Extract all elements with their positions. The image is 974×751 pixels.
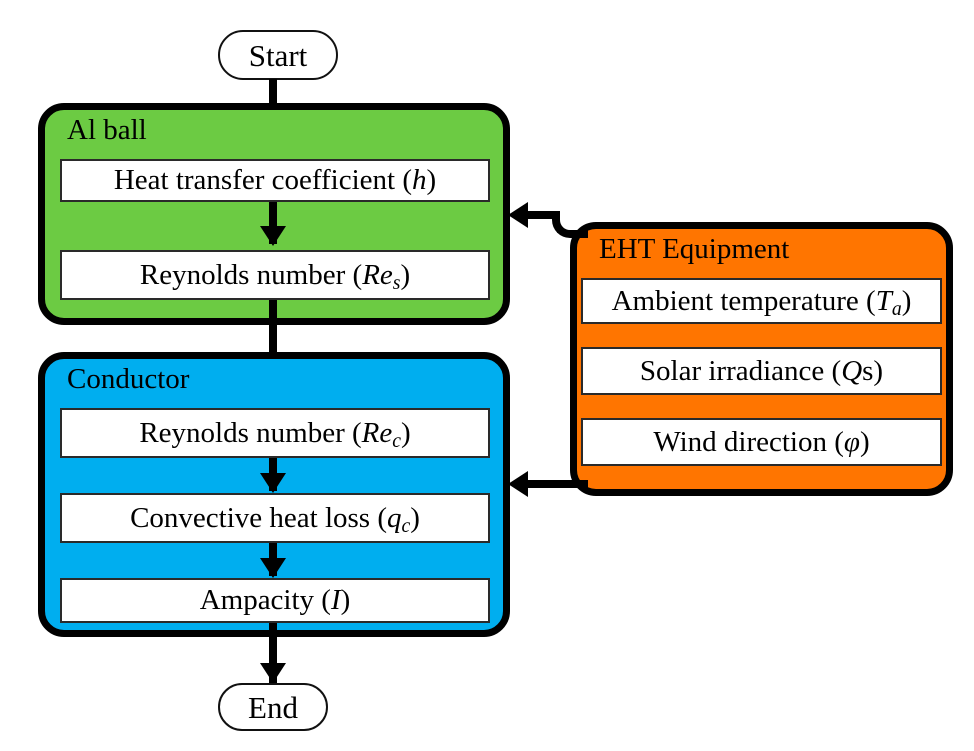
group-eht-equipment-title: EHT Equipment bbox=[599, 233, 790, 265]
step-reynolds-number-conductor-symbol: Rec bbox=[361, 416, 401, 453]
end-node-label: End bbox=[248, 689, 298, 725]
step-reynolds-number-conductor-text: Reynolds number ( bbox=[139, 416, 362, 449]
connector-h-to-res-arrow bbox=[260, 226, 286, 246]
connector-qc-to-ampacity-arrow bbox=[260, 558, 286, 578]
step-reynolds-number-sphere-symbol: Res bbox=[362, 258, 401, 295]
step-wind-direction-close: ) bbox=[859, 425, 870, 458]
step-solar-irradiance-symbol: Q bbox=[841, 354, 863, 387]
step-ambient-temperature: Ambient temperature (Ta) bbox=[581, 278, 942, 324]
step-ampacity: Ampacity (I) bbox=[60, 578, 490, 623]
step-solar-irradiance-close: s) bbox=[862, 354, 884, 387]
step-ampacity-text: Ampacity ( bbox=[199, 584, 331, 616]
step-wind-direction-symbol: φ bbox=[843, 425, 860, 458]
step-ambient-temperature-close: ) bbox=[901, 284, 912, 317]
step-reynolds-number-sphere: Reynolds number (Res) bbox=[60, 250, 490, 300]
start-node-label: Start bbox=[248, 37, 308, 73]
step-wind-direction: Wind direction (φ) bbox=[581, 418, 942, 466]
connector-eht-to-conductor-line bbox=[528, 480, 580, 488]
step-heat-transfer-coefficient: Heat transfer coefficient (h) bbox=[60, 159, 490, 202]
step-convective-heat-loss-symbol: qc bbox=[387, 501, 411, 538]
step-ambient-temperature-text: Ambient temperature ( bbox=[611, 284, 876, 317]
connector-eht-to-al-ball-elbow bbox=[552, 211, 588, 238]
start-node: Start bbox=[218, 30, 338, 80]
connector-eht-to-al-ball-line bbox=[528, 211, 554, 219]
step-convective-heat-loss: Convective heat loss (qc) bbox=[60, 493, 490, 543]
step-ampacity-symbol: I bbox=[330, 584, 341, 616]
step-reynolds-number-sphere-text: Reynolds number ( bbox=[139, 258, 363, 291]
step-reynolds-number-conductor-close: ) bbox=[400, 416, 411, 449]
connector-rec-to-qc-arrow bbox=[260, 473, 286, 493]
group-al-ball-title: Al ball bbox=[67, 114, 147, 146]
step-ampacity-close: ) bbox=[340, 584, 351, 616]
step-ambient-temperature-symbol: Ta bbox=[875, 284, 902, 321]
connector-eht-to-conductor-arrow bbox=[508, 471, 528, 497]
step-convective-heat-loss-text: Convective heat loss ( bbox=[130, 501, 387, 534]
step-heat-transfer-coefficient-text: Heat transfer coefficient ( bbox=[113, 164, 412, 196]
step-reynolds-number-conductor: Reynolds number (Rec) bbox=[60, 408, 490, 458]
step-convective-heat-loss-close: ) bbox=[410, 501, 420, 534]
step-solar-irradiance-text: Solar irradiance ( bbox=[639, 354, 842, 387]
step-heat-transfer-coefficient-symbol: h bbox=[411, 164, 427, 196]
group-conductor-title: Conductor bbox=[67, 363, 190, 395]
step-reynolds-number-sphere-close: ) bbox=[400, 258, 411, 291]
end-node: End bbox=[218, 683, 328, 731]
step-wind-direction-text: Wind direction ( bbox=[653, 425, 844, 458]
connector-conductor-to-end-arrow bbox=[260, 663, 286, 683]
connector-conductor-to-end-line bbox=[269, 623, 277, 685]
connector-h-to-res-line bbox=[269, 202, 277, 244]
step-heat-transfer-coefficient-close: ) bbox=[426, 164, 437, 196]
connector-eht-to-al-ball-arrow bbox=[508, 202, 528, 228]
